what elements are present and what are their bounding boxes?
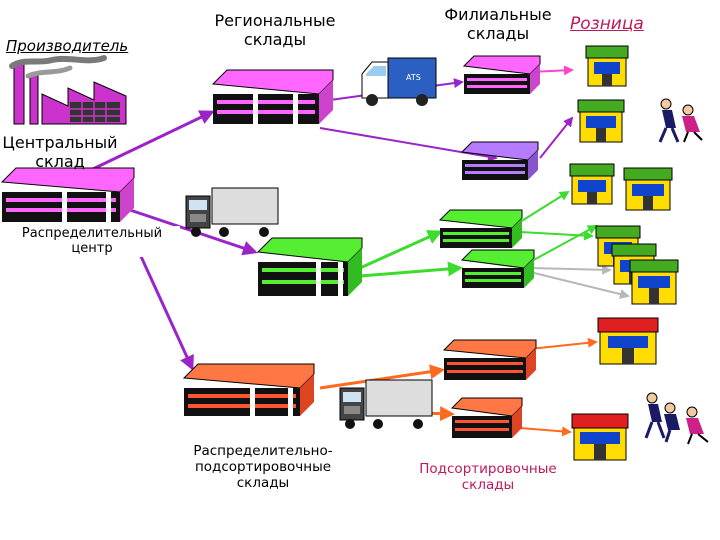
store-9 bbox=[571, 413, 629, 461]
svg-text:ATS: ATS bbox=[406, 73, 421, 82]
arrow-green-to-retail-5 bbox=[529, 271, 630, 299]
store-2 bbox=[577, 99, 625, 143]
arrow-branch-to-retail-2 bbox=[539, 116, 574, 159]
arrow-regional-to-branch-mid bbox=[319, 127, 498, 162]
arrow-distsorting-to-sorting-top bbox=[319, 364, 445, 390]
dist-sorting-warehouse bbox=[182, 363, 315, 416]
truck-van-blue: ATS bbox=[361, 57, 437, 106]
sorting-warehouse-bottom bbox=[450, 397, 523, 438]
label-regional-warehouses: Региональные склады bbox=[214, 11, 336, 49]
arrow-green-to-retail-4 bbox=[529, 264, 612, 275]
central-warehouse bbox=[0, 167, 135, 222]
shoppers-bottom bbox=[644, 392, 709, 445]
label-manufacturer: Производитель bbox=[6, 37, 129, 55]
store-4 bbox=[623, 167, 673, 211]
label-retail: Розница bbox=[570, 14, 644, 34]
sorting-warehouse-top bbox=[442, 339, 537, 380]
distribution-center-warehouse bbox=[256, 237, 363, 296]
warehouse-icon bbox=[0, 69, 363, 416]
branch-warehouses bbox=[438, 55, 541, 438]
shoppers-icon bbox=[644, 98, 709, 445]
store-8 bbox=[597, 317, 659, 365]
factory-icon bbox=[9, 55, 127, 125]
arrow-distcenter-to-green-top bbox=[359, 230, 443, 270]
store-3 bbox=[569, 163, 615, 205]
arrow-distcenter-to-green-mid bbox=[359, 261, 463, 278]
store-1 bbox=[585, 45, 629, 87]
label-sorting-warehouses: Подсортировочные склады bbox=[419, 461, 557, 493]
regional-warehouse bbox=[211, 69, 334, 124]
branch-warehouse-violet bbox=[460, 141, 539, 180]
shoppers-top bbox=[658, 98, 703, 143]
branch-warehouse-green-mid bbox=[460, 249, 535, 288]
truck-icon: ATS bbox=[185, 57, 437, 429]
label-central-warehouse: Центральный склад bbox=[2, 133, 118, 171]
branch-warehouse-pink bbox=[462, 55, 541, 94]
arrow-sorting-to-retail-bottom bbox=[519, 426, 572, 437]
label-branch-warehouses: Филиальные склады bbox=[444, 5, 552, 43]
store-icon bbox=[569, 45, 679, 461]
truck-semi-1 bbox=[185, 187, 279, 237]
truck-semi-2 bbox=[339, 379, 433, 429]
label-dist-sorting-warehouses: Распределительно- подсортировочные склад… bbox=[193, 443, 333, 491]
label-distribution-center: Распределительный центр bbox=[4, 226, 180, 257]
store-7 bbox=[629, 259, 679, 305]
branch-warehouse-green-top bbox=[438, 209, 523, 248]
arrow-green-to-retail-1 bbox=[519, 190, 570, 223]
arrow-green-to-retail-3 bbox=[529, 225, 598, 263]
